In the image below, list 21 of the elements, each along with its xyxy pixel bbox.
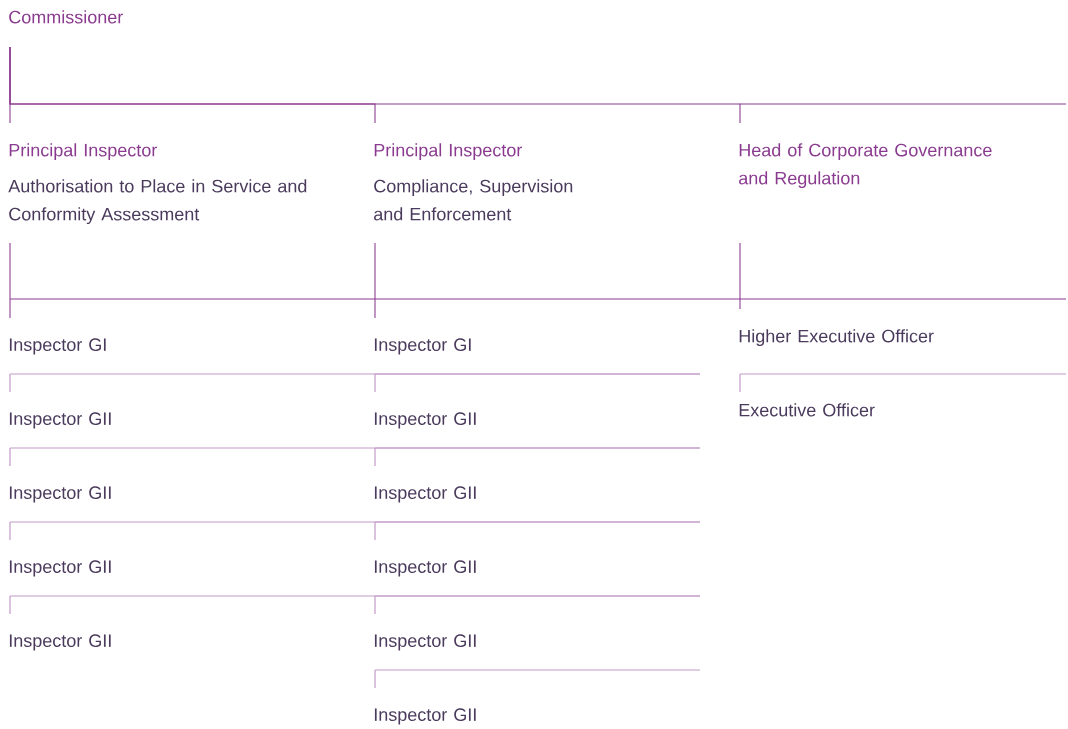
heading-text: Principal Inspector Compliance, Supervision and Enforcement	[374, 143, 573, 221]
role-text: Inspector GII	[9, 412, 111, 429]
role-text: Inspector GII	[374, 412, 476, 429]
connector-line	[374, 242, 376, 319]
role-text: Inspector GII	[374, 560, 476, 577]
role-text: Inspector GII	[9, 634, 111, 651]
heading-text: Head of Corporate Governance and Regulation	[739, 143, 992, 189]
role-text: Inspector GI	[9, 338, 106, 355]
role-text: Inspector GII	[374, 634, 476, 651]
role-text: Inspector GII	[374, 486, 476, 503]
role-text: Inspector GII	[9, 560, 111, 577]
role-text: Executive Officer	[739, 403, 875, 417]
role-text: Higher Executive Officer	[739, 329, 934, 347]
connector-line	[739, 242, 741, 310]
role-text: Inspector GI	[374, 338, 471, 355]
role-text: Inspector GII	[9, 486, 111, 503]
connector-line	[9, 242, 11, 319]
role-text: Inspector GII	[374, 708, 476, 725]
connector-line	[9, 46, 741, 124]
heading-text: Principal Inspector Authorisation to Place in Service and Conformity Assessment	[8, 143, 307, 225]
heading-text: Commissioner	[9, 10, 123, 24]
